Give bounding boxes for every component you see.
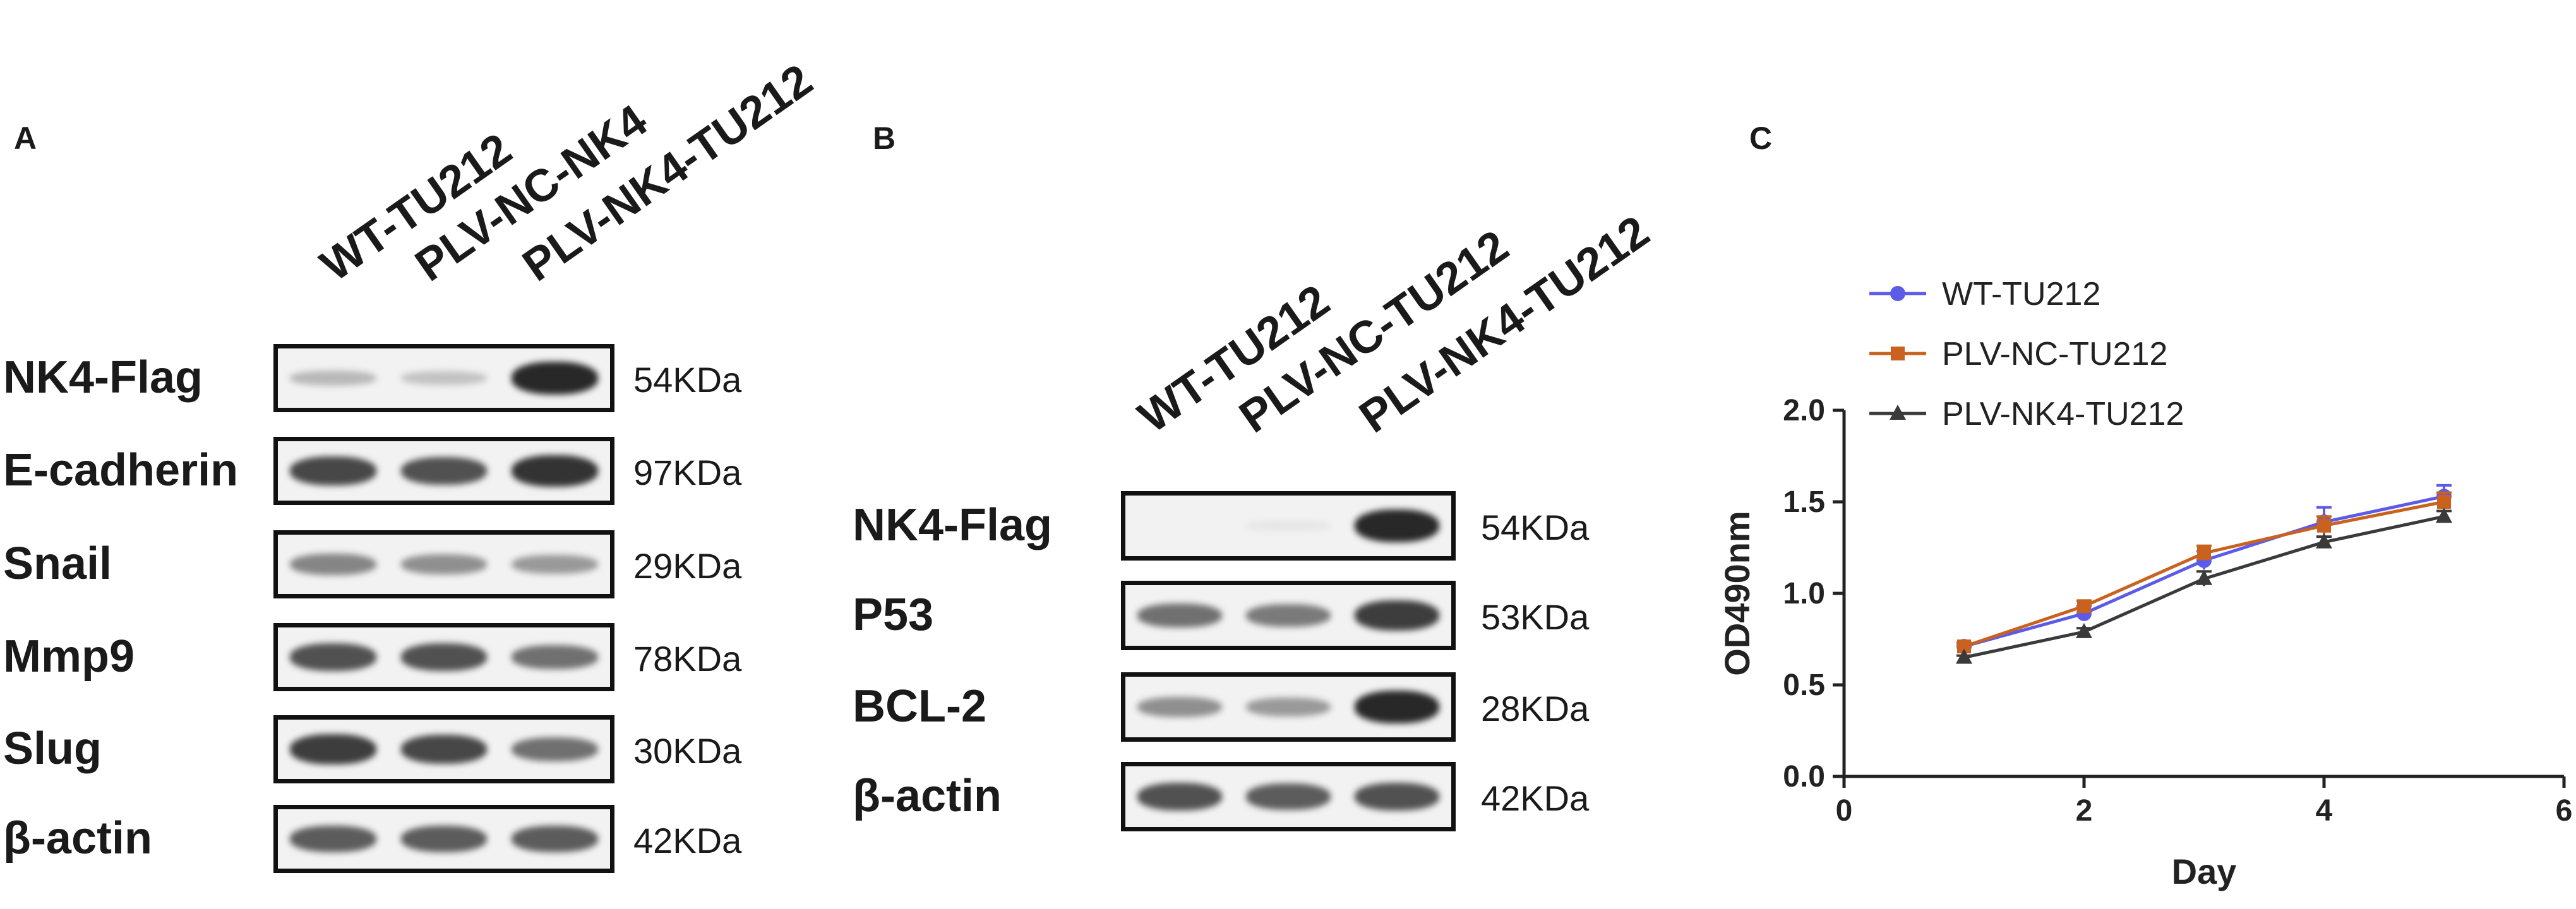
- y-tick-label: 0.0: [1783, 760, 1825, 793]
- protein-band: [400, 457, 488, 485]
- y-tick-label: 0.5: [1783, 668, 1825, 702]
- molecular-weight-label: 53KDa: [1481, 597, 1590, 637]
- legend-marker: [1891, 347, 1905, 360]
- blot-strip: [273, 715, 614, 783]
- blot-strip: [1121, 581, 1456, 650]
- blot-strip: [273, 344, 614, 412]
- protein-band: [290, 643, 377, 671]
- blot-strip: [273, 805, 614, 873]
- blot-strip: [1121, 491, 1456, 561]
- molecular-weight-label: 28KDa: [1481, 689, 1590, 728]
- data-point: [2077, 599, 2091, 614]
- blot-strip: [273, 623, 614, 691]
- x-tick-label: 6: [2556, 794, 2573, 828]
- data-point: [2437, 495, 2451, 509]
- protein-band: [1137, 603, 1223, 627]
- protein-band: [511, 645, 598, 669]
- protein-label: NK4-Flag: [3, 352, 203, 403]
- data-point: [2196, 569, 2212, 585]
- legend-marker: [1890, 286, 1905, 301]
- molecular-weight-label: 29KDa: [633, 546, 742, 586]
- x-tick-label: 2: [2076, 794, 2093, 828]
- legend-label: PLV-NK4-TU212: [1942, 396, 2184, 432]
- protein-band: [1245, 604, 1331, 627]
- protein-label: Slug: [3, 723, 102, 774]
- x-tick-label: 0: [1836, 794, 1853, 828]
- protein-band: [1245, 521, 1331, 531]
- legend-marker: [1890, 405, 1906, 420]
- blot-strip: [1121, 762, 1456, 831]
- protein-band: [1137, 697, 1223, 717]
- protein-band: [400, 371, 488, 385]
- protein-band: [400, 643, 488, 671]
- protein-band: [511, 555, 598, 574]
- protein-band: [290, 734, 377, 764]
- protein-band: [511, 455, 598, 487]
- legend-label: PLV-NC-TU212: [1942, 336, 2167, 372]
- blot-strip: [1121, 672, 1456, 742]
- protein-band: [511, 737, 598, 761]
- protein-label: Snail: [3, 538, 112, 589]
- protein-band: [511, 362, 598, 395]
- molecular-weight-label: 97KDa: [633, 453, 742, 492]
- protein-label: P53: [853, 590, 934, 640]
- protein-band: [290, 456, 377, 485]
- y-tick-label: 2.0: [1783, 394, 1825, 427]
- protein-label: β-actin: [3, 813, 152, 864]
- data-point: [2197, 546, 2211, 561]
- protein-band: [1354, 691, 1440, 723]
- protein-label: β-actin: [853, 771, 1002, 821]
- molecular-weight-label: 42KDa: [633, 821, 742, 860]
- protein-band: [1137, 783, 1223, 811]
- protein-band: [511, 826, 598, 852]
- protein-band: [1354, 600, 1440, 631]
- protein-label: Mmp9: [3, 631, 135, 682]
- blot-strip: [273, 530, 614, 598]
- molecular-weight-label: 54KDa: [1481, 508, 1590, 547]
- blot-strip: [273, 437, 614, 505]
- data-point: [2436, 508, 2452, 523]
- protein-band: [1354, 783, 1440, 811]
- protein-band: [400, 554, 488, 574]
- data-point: [1957, 639, 1971, 654]
- molecular-weight-label: 54KDa: [633, 360, 742, 400]
- y-tick-label: 1.0: [1783, 577, 1825, 610]
- protein-label: E-cadherin: [3, 445, 239, 496]
- data-point: [2317, 518, 2331, 533]
- protein-label: NK4-Flag: [853, 500, 1053, 550]
- panel-c-letter: C: [1749, 121, 1773, 156]
- protein-band: [400, 735, 488, 764]
- molecular-weight-label: 42KDa: [1481, 778, 1590, 818]
- protein-label: BCL-2: [853, 681, 986, 732]
- panel-a-letter: A: [14, 121, 37, 156]
- molecular-weight-label: 30KDa: [633, 731, 742, 771]
- x-axis-label: Day: [2172, 852, 2237, 891]
- series-line: [1963, 514, 2445, 659]
- protein-band: [290, 826, 377, 852]
- data-point: [1956, 648, 1972, 664]
- y-tick-label: 1.5: [1783, 485, 1825, 519]
- x-tick-label: 4: [2316, 794, 2333, 828]
- data-point: [2076, 622, 2092, 638]
- y-axis-label: OD490nm: [1717, 511, 1757, 675]
- legend-label: WT-TU212: [1942, 276, 2100, 312]
- protein-band: [290, 554, 377, 575]
- protein-band: [400, 826, 488, 852]
- protein-band: [290, 371, 377, 386]
- protein-band: [1245, 783, 1331, 810]
- panel-b-letter: B: [873, 121, 896, 156]
- protein-band: [1354, 509, 1440, 542]
- molecular-weight-label: 78KDa: [633, 639, 742, 679]
- protein-band: [1245, 698, 1331, 716]
- data-point: [2316, 533, 2332, 549]
